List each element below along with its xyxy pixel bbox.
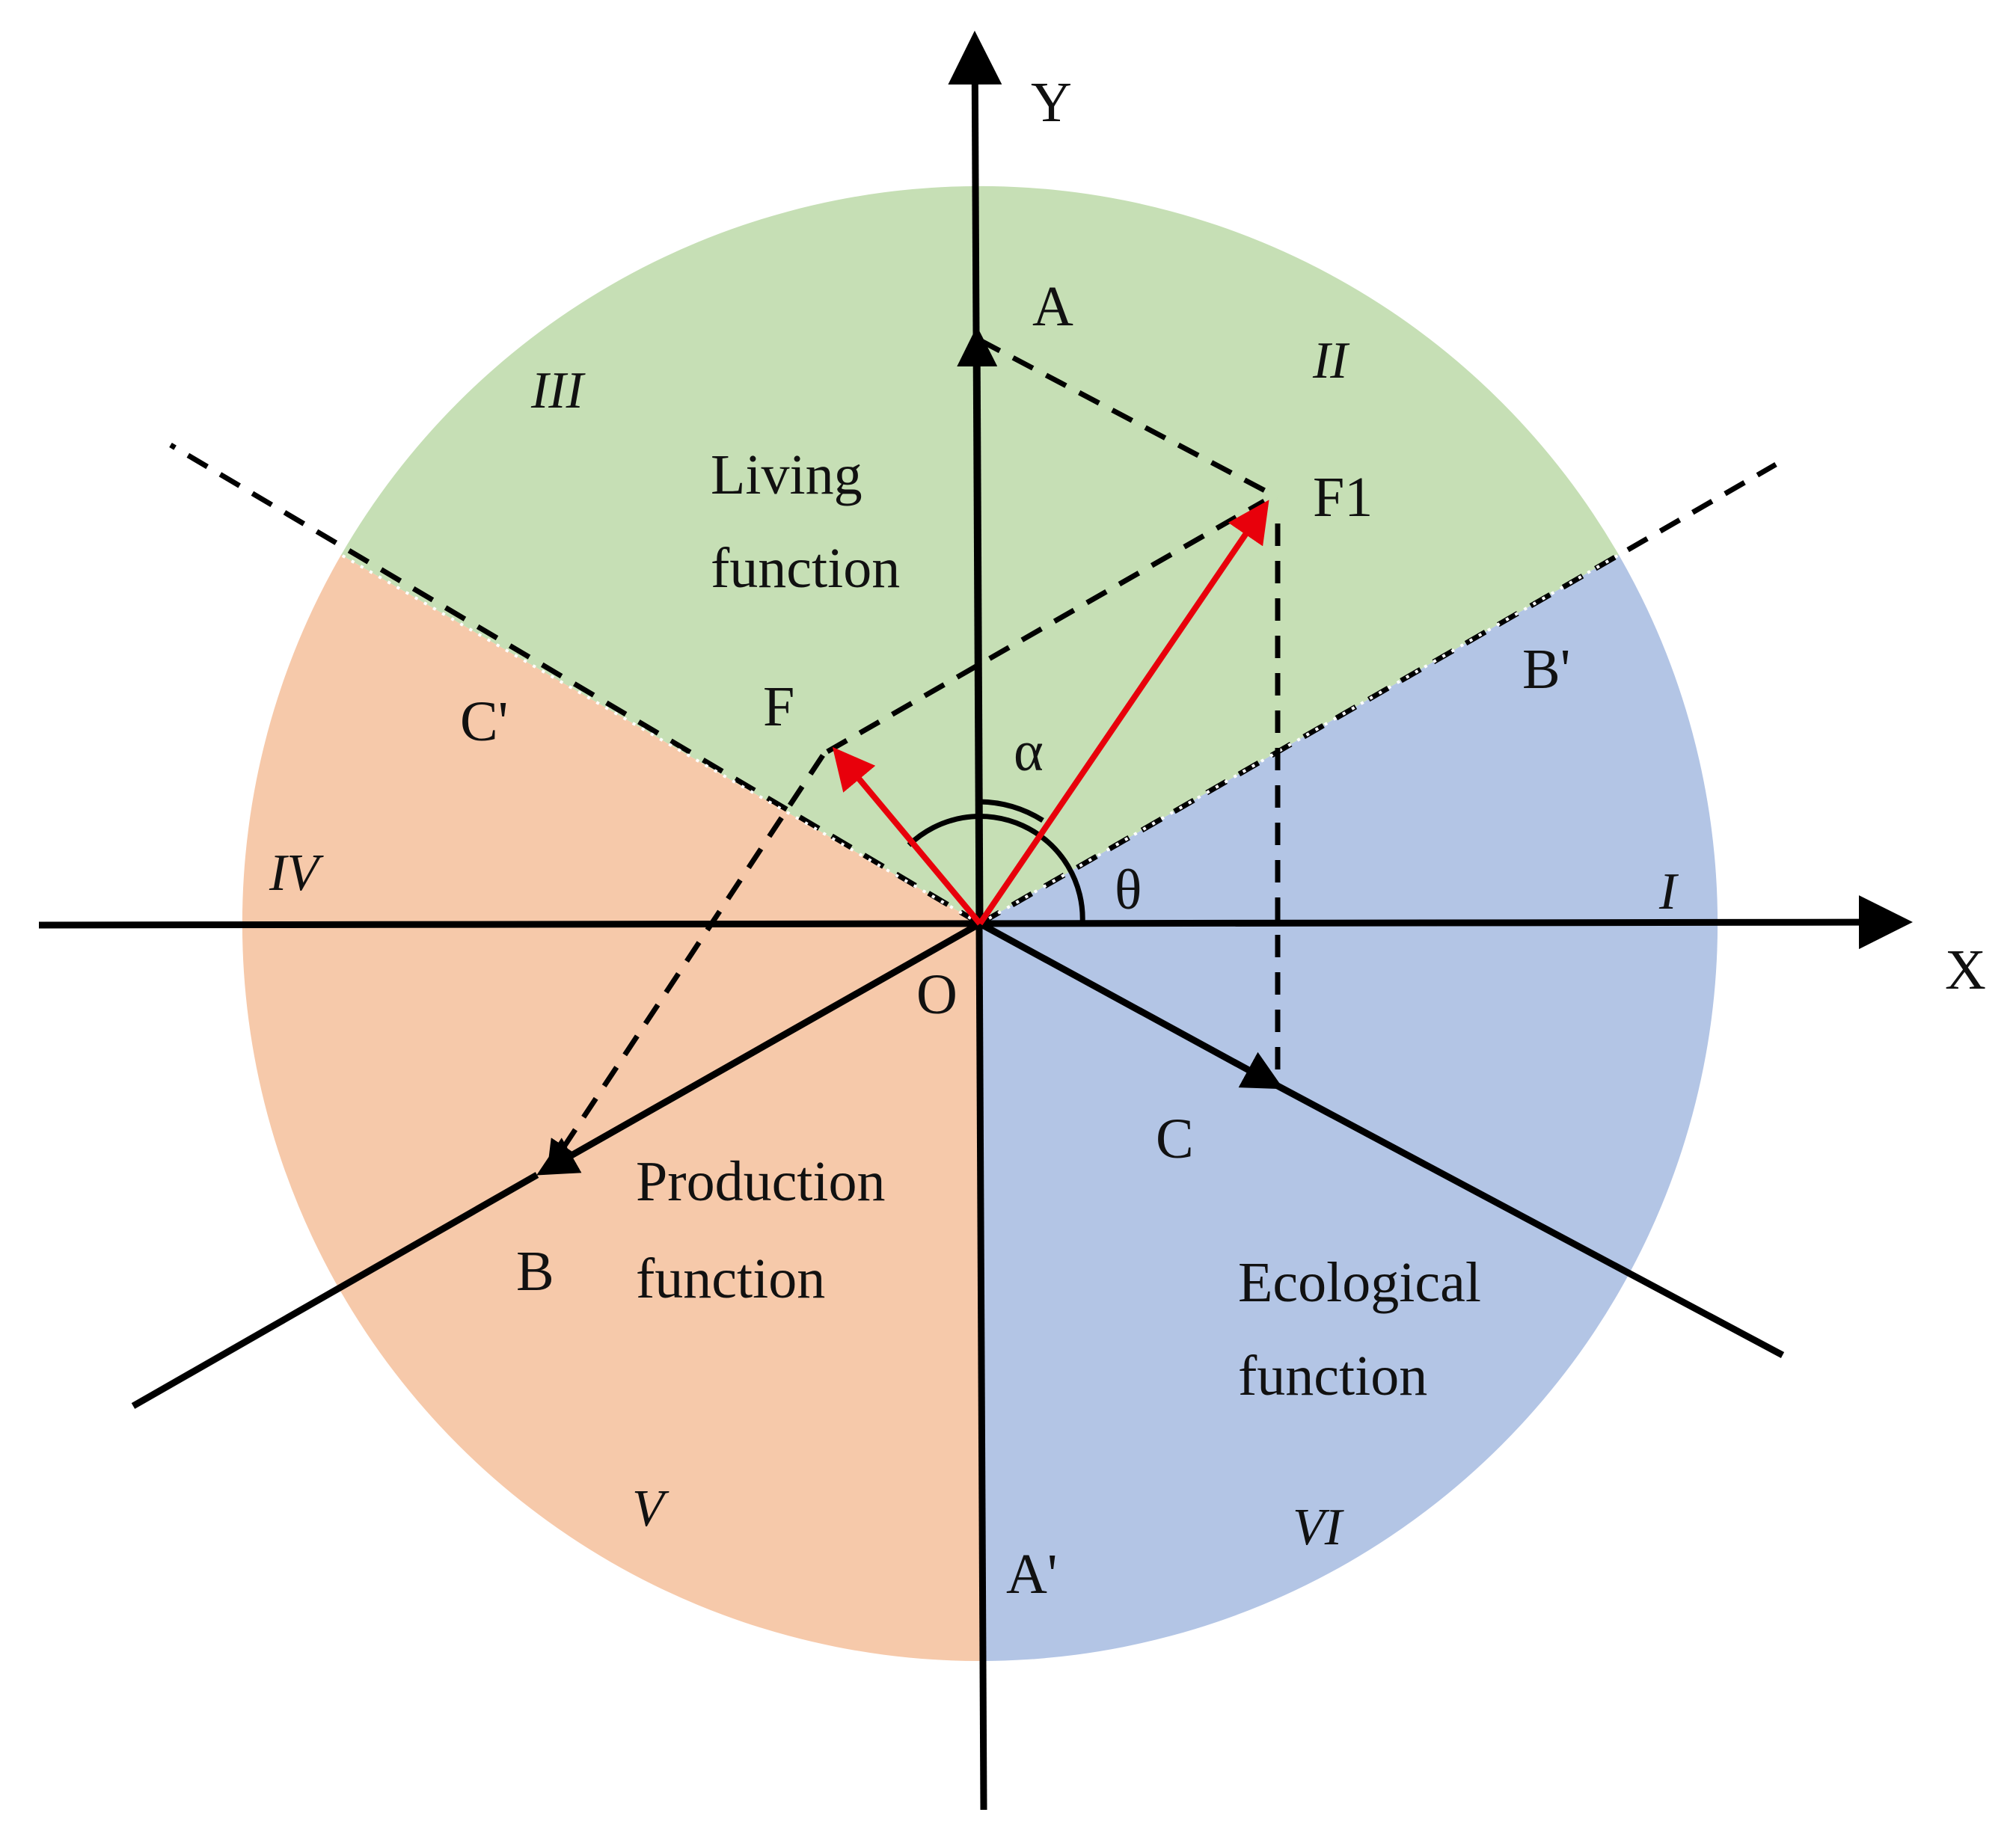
vector-of1	[977, 500, 1269, 926]
x-axis	[38, 895, 1913, 950]
sector-label-1: I	[1658, 863, 1679, 921]
point-c-prime-label: C'	[460, 690, 508, 753]
alpha-arc	[978, 799, 1044, 823]
ecological-label-line1: Ecological	[1238, 1251, 1481, 1314]
boundary-line-right	[978, 461, 1777, 927]
sector-label-2: II	[1312, 332, 1350, 390]
production-function-sector	[242, 555, 980, 1661]
axis-oa	[957, 326, 998, 924]
point-b-label: B	[516, 1240, 554, 1303]
ecological-label-line2: function	[1238, 1345, 1427, 1407]
point-f-label: F	[763, 675, 794, 738]
boundary-line-left	[169, 442, 981, 927]
boundary-white-right	[979, 553, 1620, 925]
production-label-line2: function	[636, 1247, 825, 1310]
theta-arc	[907, 814, 1085, 925]
axis-oc	[978, 921, 1284, 1090]
point-b-prime-label: B'	[1522, 638, 1570, 701]
sector-label-4: IV	[269, 844, 324, 902]
axis-ob	[536, 921, 982, 1176]
point-a-label: A	[1032, 275, 1073, 338]
alpha-label: α	[1014, 720, 1044, 783]
vector-of	[832, 746, 983, 926]
living-label-line1: Living	[711, 443, 863, 506]
origin-label: O	[916, 963, 958, 1026]
point-a-prime-label: A'	[1006, 1543, 1058, 1606]
sector-label-6: VI	[1293, 1499, 1345, 1556]
axis-ob-extension	[131, 1172, 539, 1409]
x-axis-label: X	[1945, 939, 1986, 1001]
sector-label-5: V	[632, 1480, 670, 1538]
y-axis-label: Y	[1031, 71, 1072, 134]
axis-oc-extension	[1275, 1083, 1785, 1358]
theta-label: θ	[1115, 859, 1142, 921]
living-label-line2: function	[711, 537, 900, 600]
projection-a-f1	[978, 337, 1279, 500]
point-c-label: C	[1156, 1108, 1194, 1170]
production-label-line1: Production	[636, 1150, 886, 1213]
projection-f-b	[547, 754, 825, 1173]
point-f1-label: F1	[1313, 466, 1373, 529]
boundary-white-left	[340, 553, 981, 925]
ecological-function-sector	[980, 555, 1718, 1661]
sector-label-3: III	[530, 362, 586, 420]
projection-f-f1	[826, 498, 1266, 755]
